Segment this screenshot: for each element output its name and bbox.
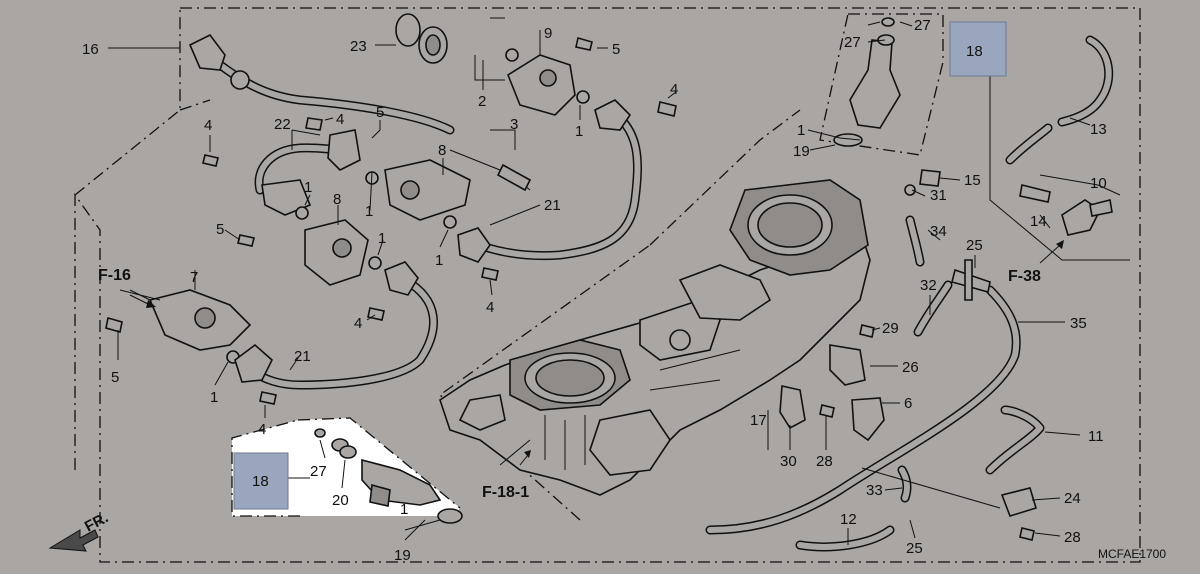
injector-upper-boundary — [819, 13, 944, 156]
callout-32: 32 — [920, 277, 937, 294]
callout-8: 8 — [438, 142, 446, 159]
callout-27: 27 — [914, 17, 931, 34]
callout-14: 14 — [1030, 213, 1047, 230]
highlight-box[interactable] — [233, 452, 289, 510]
callout-5: 5 — [612, 41, 620, 58]
callout-21: 21 — [294, 348, 311, 365]
front-direction-indicator: FR. — [48, 509, 111, 552]
callout-19: 19 — [793, 143, 810, 160]
callout-16: 16 — [82, 41, 99, 58]
callout-10: 10 — [1090, 175, 1107, 192]
section-references: F-16 F-18-1 F-38 — [98, 240, 1064, 501]
callout-1: 1 — [575, 123, 583, 140]
callout-26: 26 — [902, 359, 919, 376]
callout-9: 9 — [544, 25, 552, 42]
callout-29: 29 — [882, 320, 899, 337]
callout-28: 28 — [816, 453, 833, 470]
callout-4: 4 — [486, 299, 494, 316]
callout-1: 1 — [378, 230, 386, 247]
callout-1: 1 — [400, 501, 408, 518]
callout-11: 11 — [1088, 428, 1104, 445]
callout-15: 15 — [964, 172, 981, 189]
callout-35: 35 — [1070, 315, 1087, 332]
section-ref-f38[interactable]: F-38 — [1008, 268, 1041, 285]
callout-25: 25 — [966, 237, 983, 254]
callout-1: 1 — [210, 389, 218, 406]
callout-1: 1 — [304, 179, 312, 196]
callout-5: 5 — [216, 221, 224, 238]
direction-label: FR. — [82, 509, 111, 535]
callout-30: 30 — [780, 453, 797, 470]
callout-4: 4 — [354, 315, 362, 332]
callout-4: 4 — [204, 117, 212, 134]
callout-13: 13 — [1090, 121, 1107, 138]
drawing-code: MCFAE1700 — [1098, 547, 1166, 561]
arrow-icon — [524, 450, 531, 458]
callout-4: 4 — [336, 111, 344, 128]
callout-24: 24 — [1064, 490, 1081, 507]
callout-20: 20 — [332, 492, 349, 509]
callout-8: 8 — [333, 191, 341, 208]
callout-33: 33 — [866, 482, 883, 499]
callout-25: 25 — [906, 540, 923, 557]
callout-6: 6 — [904, 395, 912, 412]
callout-18: 18 — [966, 43, 983, 60]
callout-2: 2 — [478, 93, 486, 110]
callout-1: 1 — [435, 252, 443, 269]
arrow-icon — [1056, 240, 1064, 249]
leader-lines — [108, 17, 1130, 545]
callout-34: 34 — [930, 223, 947, 240]
callout-21: 21 — [544, 197, 561, 214]
callout-4: 4 — [258, 421, 266, 438]
callout-27: 27 — [310, 463, 327, 480]
assembly-boundary — [74, 7, 1141, 563]
small-parts — [105, 13, 1113, 541]
highlight-part-18-upper[interactable]: 18 — [949, 21, 1007, 77]
callout-5: 5 — [376, 104, 384, 121]
arrow-icon — [146, 300, 156, 308]
callout-4: 4 — [670, 81, 678, 98]
callout-1: 1 — [797, 122, 805, 139]
throttle-body — [439, 179, 871, 496]
callout-27: 27 — [844, 34, 861, 51]
front-arrow-icon — [48, 529, 99, 552]
callout-7: 7 — [190, 269, 198, 286]
callout-labels: 16 23 9 5 2 1 4 22 4 5 3 4 8 1 1 8 21 5 … — [82, 17, 1107, 564]
callout-31: 31 — [930, 187, 947, 204]
callout-19: 19 — [394, 547, 411, 564]
callout-18: 18 — [252, 473, 269, 490]
callout-3: 3 — [510, 116, 518, 133]
section-ref-f16[interactable]: F-16 — [98, 267, 131, 284]
callout-23: 23 — [350, 38, 367, 55]
callout-12: 12 — [840, 511, 857, 528]
callout-22: 22 — [274, 116, 291, 133]
highlight-part-18-lower[interactable]: 18 — [233, 452, 289, 510]
callout-1: 1 — [365, 203, 373, 220]
callout-5: 5 — [111, 369, 119, 386]
callout-28: 28 — [1064, 529, 1081, 546]
callout-17: 17 — [750, 412, 767, 429]
section-ref-f18-1[interactable]: F-18-1 — [482, 484, 529, 501]
highlight-box[interactable] — [949, 21, 1007, 77]
